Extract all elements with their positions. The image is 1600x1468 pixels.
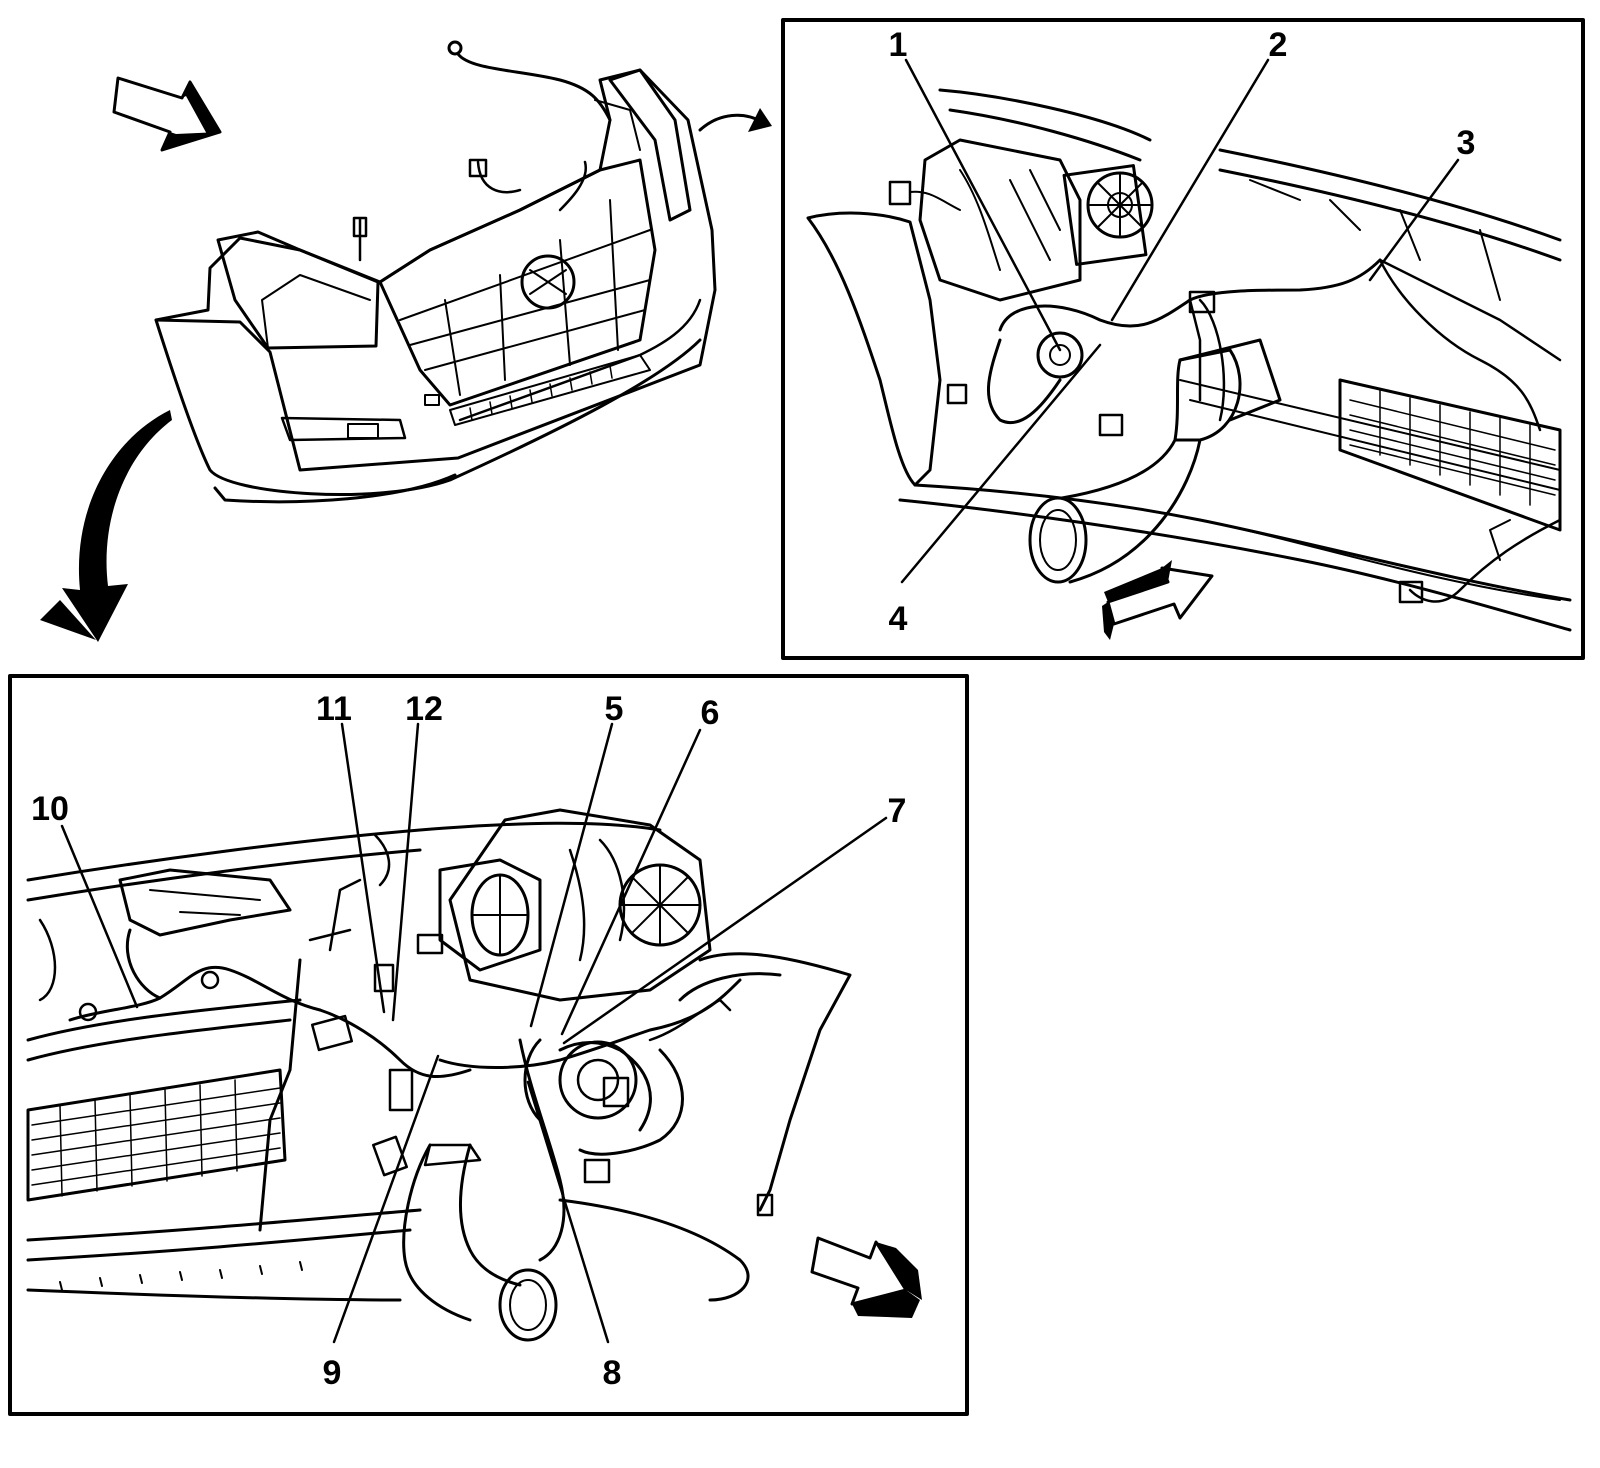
leader-6 [560,728,702,1036]
detail-b-fog-lamp [523,1038,652,1132]
overview-to-detail-arrow [40,410,172,642]
overview-view [40,40,772,642]
overview-harness [352,40,612,262]
leader-2 [1110,58,1270,322]
callout-5: 5 [605,690,624,728]
leader-10 [60,824,139,1009]
leader-8 [526,1080,610,1344]
detail-a-fan-assembly [888,138,1154,302]
leader-3 [1368,158,1460,282]
callout-3: 3 [1457,124,1476,162]
detail-b-harness [68,833,472,1232]
callout-10: 10 [31,790,69,828]
detail-a-grille-panel [1338,378,1562,532]
detail-view-top: 1 2 3 4 [781,18,1585,660]
detail-b-fan-assembly [416,808,712,1002]
leader-7 [562,816,888,1045]
callout-11: 11 [316,690,352,728]
detail-view-bottom: 10 11 12 5 6 7 8 9 [8,674,969,1416]
callout-8: 8 [603,1354,622,1392]
leader-1 [904,58,1062,352]
callout-2: 2 [1269,26,1288,64]
callout-4: 4 [889,600,908,638]
detail-a-air-duct [1028,338,1282,584]
detail-a-harness [946,258,1562,604]
leader-11 [340,722,386,1014]
callout-9: 9 [323,1354,342,1392]
callout-7: 7 [888,792,907,830]
leader-5 [529,722,614,1028]
leader-4 [900,343,1102,584]
callout-6: 6 [701,694,720,732]
view-arrow-detail-a [1102,560,1214,640]
view-arrow-detail-b [810,1236,922,1318]
leader-12 [391,722,420,1022]
overview-bumper [154,68,717,504]
detail-b-grille-panel [26,1068,287,1202]
leader-9 [332,1054,440,1344]
detail-b-air-duct [402,1143,558,1342]
view-arrow-overview [112,76,222,152]
callout-12: 12 [405,690,443,728]
callout-1: 1 [889,26,908,64]
